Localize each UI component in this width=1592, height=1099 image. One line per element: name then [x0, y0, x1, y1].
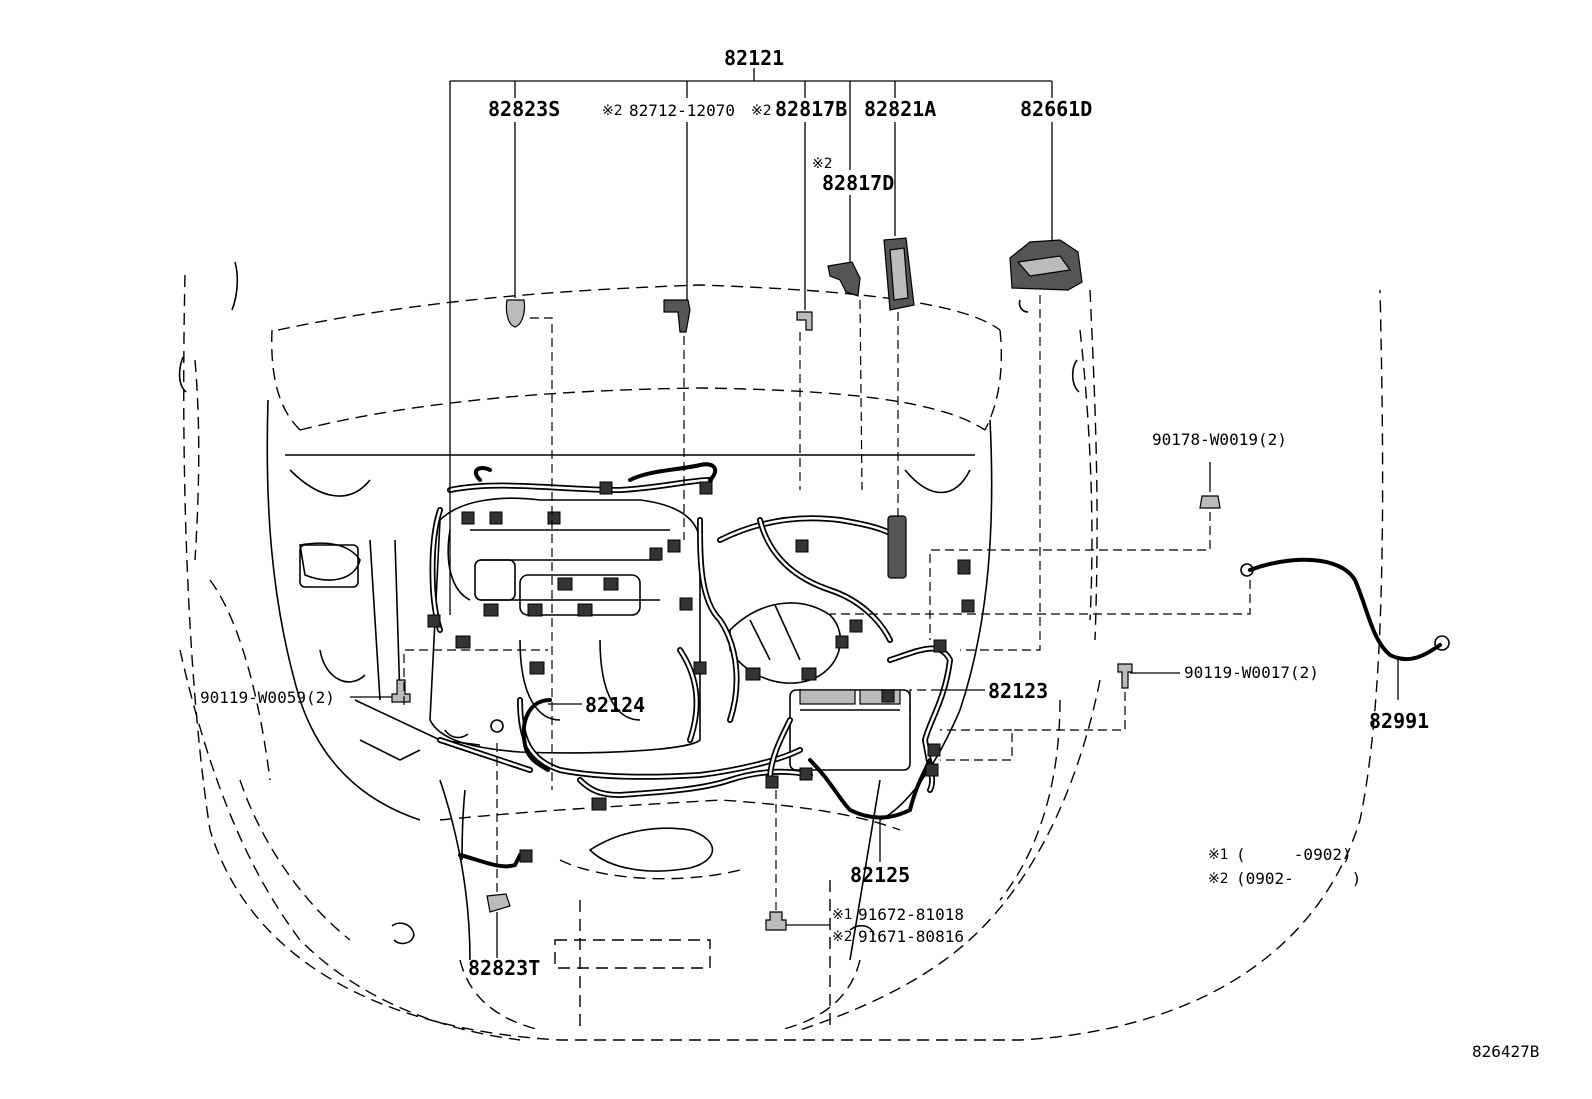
label-82823S: 82823S: [488, 97, 560, 121]
part-82817D-group: [827, 195, 863, 491]
note2-mark: ※2: [1208, 871, 1229, 887]
note1-text: ( -0902): [1236, 845, 1352, 864]
part-82661D-group: [960, 122, 1083, 651]
part-82821A-group: [883, 122, 915, 520]
part-9167x-group: [765, 790, 830, 931]
label-82817D: 82817D: [822, 171, 894, 195]
label-82124: 82124: [585, 693, 645, 717]
label-91671-mark: ※2: [832, 929, 853, 945]
footnotes: ※1 ( -0902) ※2 (0902- ): [1208, 845, 1361, 888]
label-91671: 91671-80816: [858, 927, 964, 946]
label-82121: 82121: [724, 46, 784, 70]
label-82125: 82125: [850, 863, 910, 887]
clip-82817B-icon: [796, 311, 813, 331]
ground-cable-82991-icon: [1248, 557, 1442, 662]
bolt-90119-W0059-icon: [391, 679, 411, 703]
wire-harness-runs: [429, 462, 954, 869]
label-90119-W0017: 90119-W0017(2): [1184, 663, 1319, 682]
label-82991: 82991: [1369, 709, 1429, 733]
harness-connectors: [427, 481, 975, 863]
part-82823S-group: [505, 122, 553, 790]
label-90119-W0059: 90119-W0059(2): [200, 688, 335, 707]
vehicle-body-outline: [178, 261, 1384, 1041]
label-82712: 82712-12070: [629, 101, 735, 120]
clamp-82712-icon: [663, 299, 691, 333]
part-82991-group: [830, 557, 1450, 700]
nut-90178-icon: [1199, 495, 1221, 509]
label-82817D-mark: ※2: [812, 156, 833, 172]
figure-id: 826427B: [1472, 1042, 1539, 1061]
grommet-82823T-icon: [486, 893, 511, 913]
part-90178-group: [929, 462, 1221, 640]
note2-text: (0902- ): [1236, 869, 1361, 888]
label-90178: 90178-W0019(2): [1152, 430, 1287, 449]
label-82823T: 82823T: [468, 956, 540, 980]
engine-block: [299, 497, 911, 771]
label-82817B-mark: ※2: [751, 103, 772, 119]
part-82817B-group: [796, 122, 813, 490]
part-82823T-group: [461, 719, 511, 958]
part-90119-W0059-group: [350, 649, 548, 705]
part-82123-group: [909, 689, 985, 720]
label-82123: 82123: [988, 679, 1048, 703]
main-harness-bracket: [449, 68, 1053, 615]
bolt-90119-W0017-icon: [1117, 663, 1133, 689]
label-91672-mark: ※1: [832, 907, 853, 923]
part-labels: 82121 82823S ※2 82712-12070 ※2 82817B 82…: [200, 46, 1429, 980]
label-82661D: 82661D: [1020, 97, 1092, 121]
part-90119-W0017-group: [940, 663, 1180, 761]
label-91672: 91672-81018: [858, 905, 964, 924]
note1-mark: ※1: [1208, 847, 1229, 863]
grommet-82823S-icon: [505, 299, 526, 328]
label-82817B: 82817B: [775, 97, 847, 121]
bolt-9167x-icon: [765, 911, 787, 931]
clip-82817D-icon: [827, 261, 861, 297]
label-82712-mark: ※2: [602, 103, 623, 119]
part-82712-group: [663, 122, 691, 540]
label-82821A: 82821A: [864, 97, 936, 121]
